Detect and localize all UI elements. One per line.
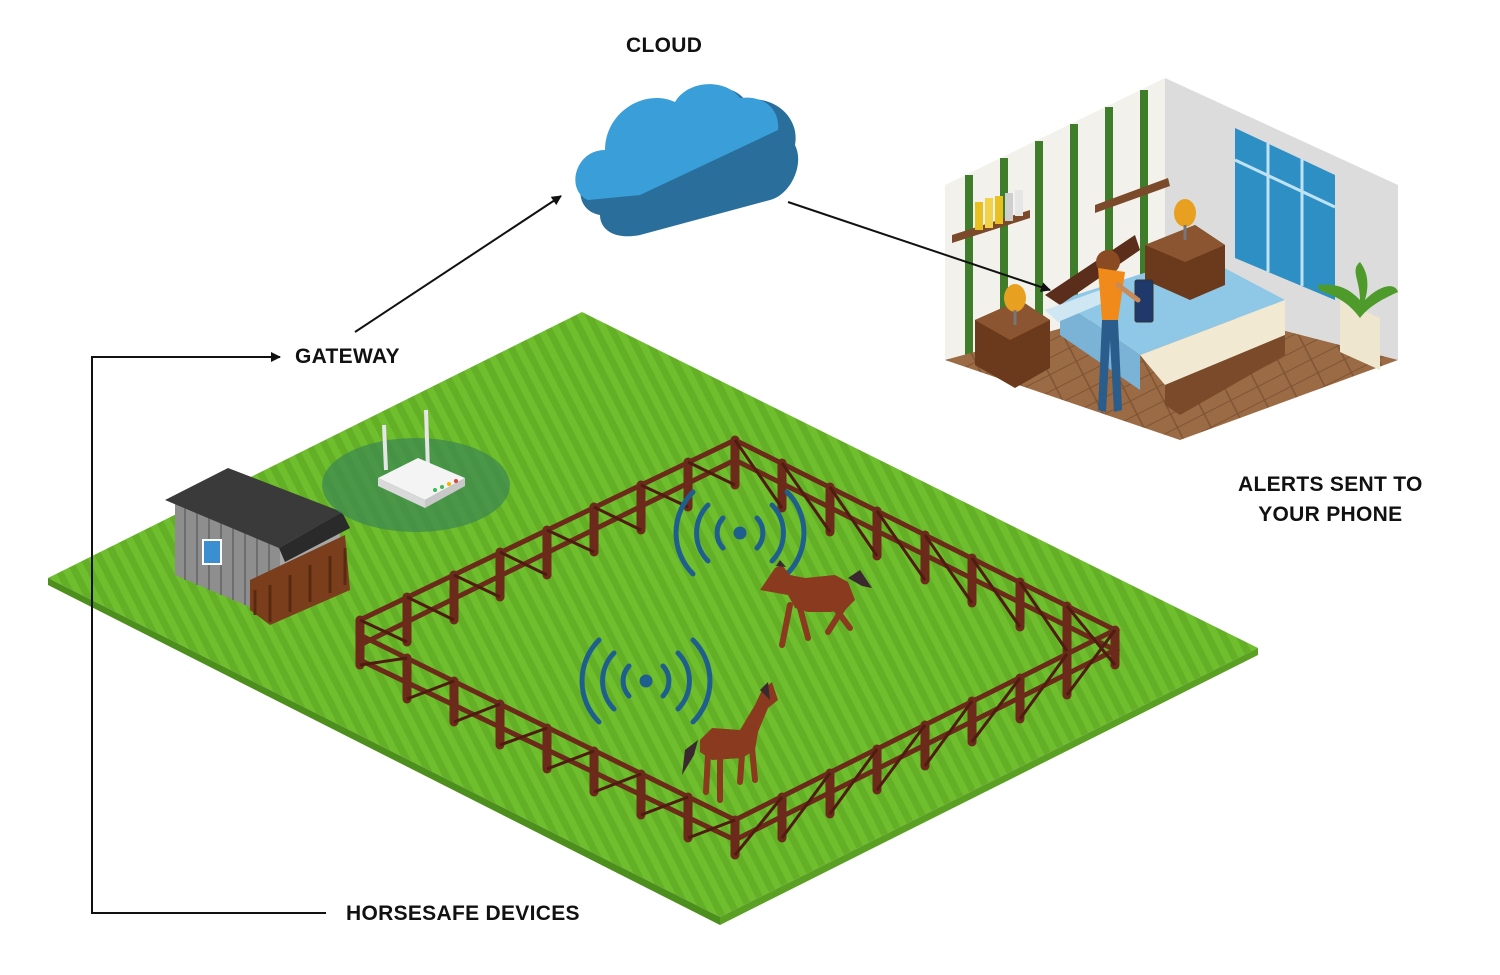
alerts-label-line2: YOUR PHONE — [1258, 503, 1403, 526]
connector-lines — [91, 195, 1051, 914]
gateway-router-icon — [322, 409, 510, 532]
barn-icon — [165, 468, 350, 625]
horse-icon — [760, 560, 872, 648]
cloud-to-phone-arrow — [787, 201, 1051, 292]
alerts-label: ALERTS SENT TO YOUR PHONE — [1238, 470, 1423, 530]
cloud-icon — [575, 84, 799, 237]
devices-to-gateway-arrow — [91, 352, 326, 914]
gateway-to-cloud-arrow — [354, 195, 562, 333]
fence — [355, 435, 1121, 860]
horse-icon — [682, 682, 778, 803]
gateway-label: GATEWAY — [295, 345, 400, 368]
cloud-label: CLOUD — [626, 34, 703, 57]
signal-icon — [673, 489, 807, 577]
alerts-label-line1: ALERTS SENT TO — [1238, 473, 1423, 496]
horsesafe-devices-label: HORSESAFE DEVICES — [346, 902, 580, 925]
signal-icon — [579, 637, 713, 725]
bedroom-scene — [945, 78, 1398, 440]
